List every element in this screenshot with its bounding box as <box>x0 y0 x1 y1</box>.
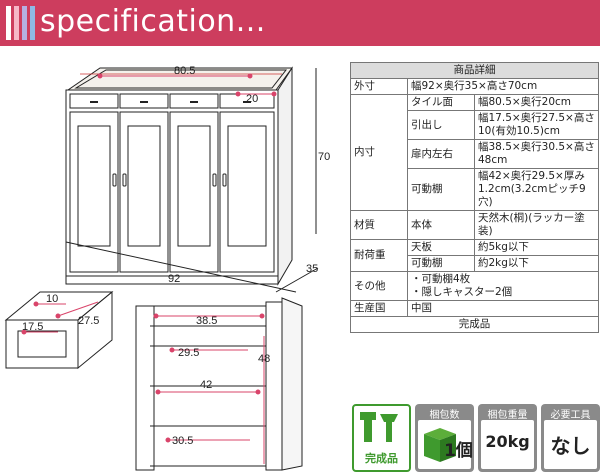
origin-value: 中国 <box>407 300 599 317</box>
other-value-line: ・可動棚4枚 <box>411 273 471 285</box>
top-value: 約5kg以下 <box>474 239 599 256</box>
header-stripes <box>6 6 35 40</box>
tools-panel: なし <box>544 420 597 469</box>
header-bar: specification... <box>0 0 600 46</box>
shelf-label: 可動棚 <box>407 168 475 211</box>
weight-badge: 梱包重量 20kg <box>478 404 537 472</box>
weight-label: 梱包重量 <box>487 410 528 421</box>
packages-label: 梱包数 <box>429 410 460 421</box>
packages-value: 1個 <box>444 441 473 461</box>
dim-drawer-length: 17.5 <box>22 321 43 333</box>
assembled-label: 完成品 <box>365 452 398 465</box>
dim-interior-height: 48 <box>258 353 270 365</box>
tools-badge: 必要工具 なし <box>541 404 600 472</box>
drawer-label: 引出し <box>407 110 475 140</box>
tile-value: 幅80.5×奥行20cm <box>474 94 599 111</box>
dim-drawer-depth: 10 <box>46 293 58 305</box>
load-label: 耐荷重 <box>350 239 408 272</box>
other-value: ・可動棚4枚 ・隠しキャスター2個 <box>407 271 599 301</box>
door-value: 幅38.5×奥行30.5×高さ48cm <box>474 139 599 169</box>
spec-table: 商品詳細 外寸 幅92×奥行35×高さ70cm 内寸 タイル面 幅80.5×奥行… <box>350 62 599 333</box>
assembled-badge: 完成品 <box>352 404 411 472</box>
drawer-value: 幅17.5×奥行27.5×高さ10(有効10.5)cm <box>474 110 599 140</box>
spec-title: 商品詳細 <box>350 62 599 79</box>
other-label: その他 <box>350 271 408 301</box>
header-stripe <box>30 6 35 40</box>
weight-value: 20kg <box>485 432 530 451</box>
top-label: 天板 <box>407 239 475 256</box>
shelf2-label: 可動棚 <box>407 255 475 272</box>
packages-badge: 梱包数 1個 <box>415 404 474 472</box>
box-icon <box>424 428 456 462</box>
shelf-value: 幅42×奥行29.5×厚み1.2cm(3.2cmピッチ9穴) <box>474 168 599 211</box>
spec-footer: 完成品 <box>350 316 599 333</box>
body-label: 本体 <box>407 210 475 240</box>
dim-shelf-width: 42 <box>200 379 212 391</box>
door-label: 扉内左右 <box>407 139 475 169</box>
outer-label: 外寸 <box>350 78 408 95</box>
dimension-drawings: 80.5 20 70 92 35 10 27.5 17.5 38.5 29.5 … <box>4 65 330 471</box>
material-label: 材質 <box>350 210 408 240</box>
dim-depth: 35 <box>306 263 318 275</box>
outer-value: 幅92×奥行35×高さ70cm <box>407 78 599 95</box>
interior-drawing <box>135 297 303 471</box>
weight-panel: 20kg <box>481 420 534 469</box>
cabinet-drawing <box>65 66 293 286</box>
dim-interior-top: 38.5 <box>196 315 217 327</box>
header-stripe <box>14 6 19 40</box>
info-icons: 完成品 梱包数 1個 梱包重量 20kg 必要工具 なし <box>352 404 600 472</box>
dim-shelf-depth: 30.5 <box>172 435 193 447</box>
dim-top-width: 80.5 <box>174 65 195 77</box>
other-value-line: ・隠しキャスター2個 <box>411 286 513 298</box>
tools-label: 必要工具 <box>550 410 591 421</box>
header-stripe <box>22 6 27 40</box>
dim-width: 92 <box>168 273 180 285</box>
dim-drawer-width: 27.5 <box>78 315 99 327</box>
inner-label: 内寸 <box>350 94 408 211</box>
tile-label: タイル面 <box>407 94 475 111</box>
shelf2-value: 約2kg以下 <box>474 255 599 272</box>
packages-panel: 1個 <box>418 420 473 469</box>
dim-interior-depth: 29.5 <box>178 347 199 359</box>
origin-label: 生産国 <box>350 300 408 317</box>
dim-height: 70 <box>318 151 330 163</box>
dim-top-depth: 20 <box>246 93 258 105</box>
tools-icon <box>360 412 398 442</box>
page-title: specification... <box>40 4 266 39</box>
tools-value: なし <box>550 434 591 458</box>
header-stripe <box>6 6 11 40</box>
body-value: 天然木(桐)(ラッカー塗装) <box>474 210 599 240</box>
